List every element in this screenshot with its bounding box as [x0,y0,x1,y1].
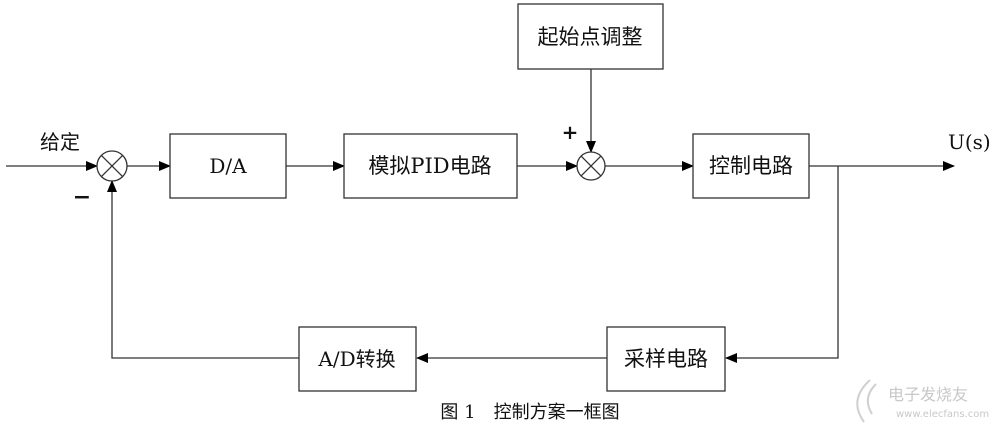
da-block: D/A [169,133,287,199]
offset-label: 起始点调整 [538,25,643,49]
watermark-title: 电子发烧友 [888,385,968,404]
sampling-label: 采样电路 [624,347,708,371]
summing-junction-1 [96,150,128,182]
feedback-to-sampling-arrow [725,166,839,363]
watermark-url: www.elecfans.com [896,409,989,420]
ad-label: A/D转换 [317,347,395,371]
ad-to-sum1-arrow [107,180,299,359]
figure-caption: 图 1 控制方案一框图 [440,402,619,423]
control-label: 控制电路 [709,154,793,178]
output-label: U(s) [948,130,991,154]
sampling-block: 采样电路 [606,326,726,392]
da-label: D/A [209,154,247,178]
watermark-logo: 电子发烧友 www.elecfans.com [856,379,989,423]
offset-block: 起始点调整 [517,3,664,70]
pid-label: 模拟PID电路 [368,154,491,178]
control-block: 控制电路 [692,133,810,199]
minus-sign: − [73,184,91,210]
ad-block: A/D转换 [298,326,417,392]
plus-sign: + [562,120,579,144]
summing-junction-2 [576,151,606,181]
pid-block: 模拟PID电路 [343,133,518,199]
input-label: 给定 [40,130,80,154]
